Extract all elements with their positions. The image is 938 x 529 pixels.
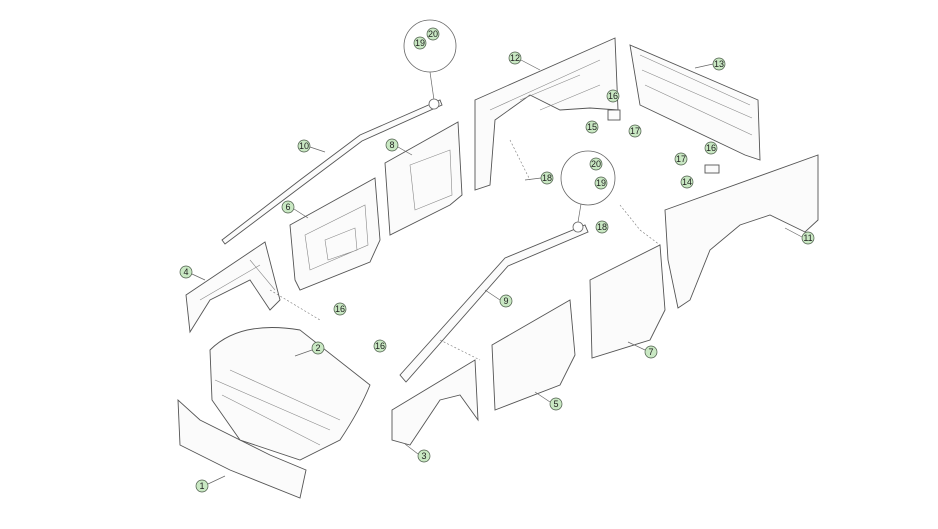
part-8-rear-door-inner[interactable] [384, 121, 463, 236]
callout-4[interactable]: 4 [179, 265, 206, 281]
callout-10[interactable]: 10 [297, 139, 326, 153]
callout-3[interactable]: 3 [404, 443, 431, 463]
svg-text:10: 10 [299, 141, 309, 151]
svg-text:17: 17 [676, 154, 686, 164]
callout-1[interactable]: 1 [195, 475, 226, 493]
callout-20[interactable]: 20 [589, 157, 603, 171]
svg-text:2: 2 [315, 343, 320, 353]
callout-16[interactable]: 16 [704, 141, 718, 155]
part-2-hood[interactable] [209, 327, 371, 461]
callout-5[interactable]: 5 [534, 391, 563, 411]
callout-18[interactable]: 18 [524, 171, 554, 185]
callout-15[interactable]: 15 [585, 120, 599, 134]
callout-9[interactable]: 9 [484, 289, 513, 308]
part-7-rear-door-outer[interactable] [589, 244, 666, 359]
svg-text:19: 19 [415, 38, 425, 48]
callout-12[interactable]: 12 [508, 51, 541, 71]
part-11-rear-quarter-panel[interactable] [664, 154, 819, 309]
callout-17[interactable]: 17 [674, 152, 688, 166]
svg-text:17: 17 [630, 126, 640, 136]
svg-text:13: 13 [714, 59, 724, 69]
svg-text:9: 9 [503, 296, 508, 306]
callout-16[interactable]: 16 [373, 339, 387, 353]
svg-text:12: 12 [510, 53, 520, 63]
svg-text:16: 16 [335, 304, 345, 314]
callout-17[interactable]: 17 [628, 124, 642, 138]
part-10-roof-side-rail[interactable] [221, 99, 443, 245]
svg-text:18: 18 [597, 222, 607, 232]
svg-text:4: 4 [183, 267, 188, 277]
callout-14[interactable]: 14 [680, 175, 694, 189]
callout-16[interactable]: 16 [606, 89, 620, 103]
svg-text:16: 16 [375, 341, 385, 351]
svg-text:20: 20 [591, 159, 601, 169]
callout-8[interactable]: 8 [385, 138, 413, 156]
svg-text:16: 16 [706, 143, 716, 153]
part-9-roof-rail[interactable] [399, 224, 589, 383]
callout-7[interactable]: 7 [627, 341, 658, 359]
svg-text:20: 20 [428, 29, 438, 39]
callout-19[interactable]: 19 [413, 36, 427, 50]
svg-text:14: 14 [682, 177, 692, 187]
svg-text:1: 1 [199, 481, 204, 491]
svg-text:8: 8 [389, 140, 394, 150]
callout-19[interactable]: 19 [594, 176, 608, 190]
assembly-lines [269, 139, 661, 361]
svg-text:19: 19 [596, 178, 606, 188]
part-12-rear-inner-panel[interactable] [474, 37, 619, 191]
part-13-bed-wall-panel[interactable] [629, 44, 761, 161]
svg-text:16: 16 [608, 91, 618, 101]
svg-text:11: 11 [803, 233, 812, 243]
callout-18[interactable]: 18 [595, 220, 609, 234]
part-4-a-pillar-bracket[interactable] [185, 241, 281, 334]
callout-11[interactable]: 11 [784, 227, 815, 245]
callout-16[interactable]: 16 [333, 302, 347, 316]
callout-20[interactable]: 20 [426, 27, 440, 41]
callout-13[interactable]: 13 [694, 57, 726, 71]
fastener-detail-circle-top [403, 19, 457, 110]
svg-text:7: 7 [648, 347, 653, 357]
part-3-front-fender[interactable] [391, 359, 479, 446]
callout-6[interactable]: 6 [281, 200, 309, 219]
svg-text:15: 15 [587, 122, 597, 132]
part-5-front-door-outer[interactable] [491, 299, 576, 411]
svg-text:5: 5 [553, 399, 558, 409]
callout-2[interactable]: 2 [294, 341, 325, 357]
part-1-front-fascia-panel[interactable] [177, 398, 307, 499]
svg-text:18: 18 [542, 173, 552, 183]
part-6-front-door-inner[interactable] [289, 177, 381, 291]
fastener-detail-circle-middle [560, 150, 616, 233]
part-14-15-hinge-brackets[interactable] [607, 109, 720, 174]
svg-text:3: 3 [421, 451, 426, 461]
svg-text:6: 6 [285, 202, 290, 212]
